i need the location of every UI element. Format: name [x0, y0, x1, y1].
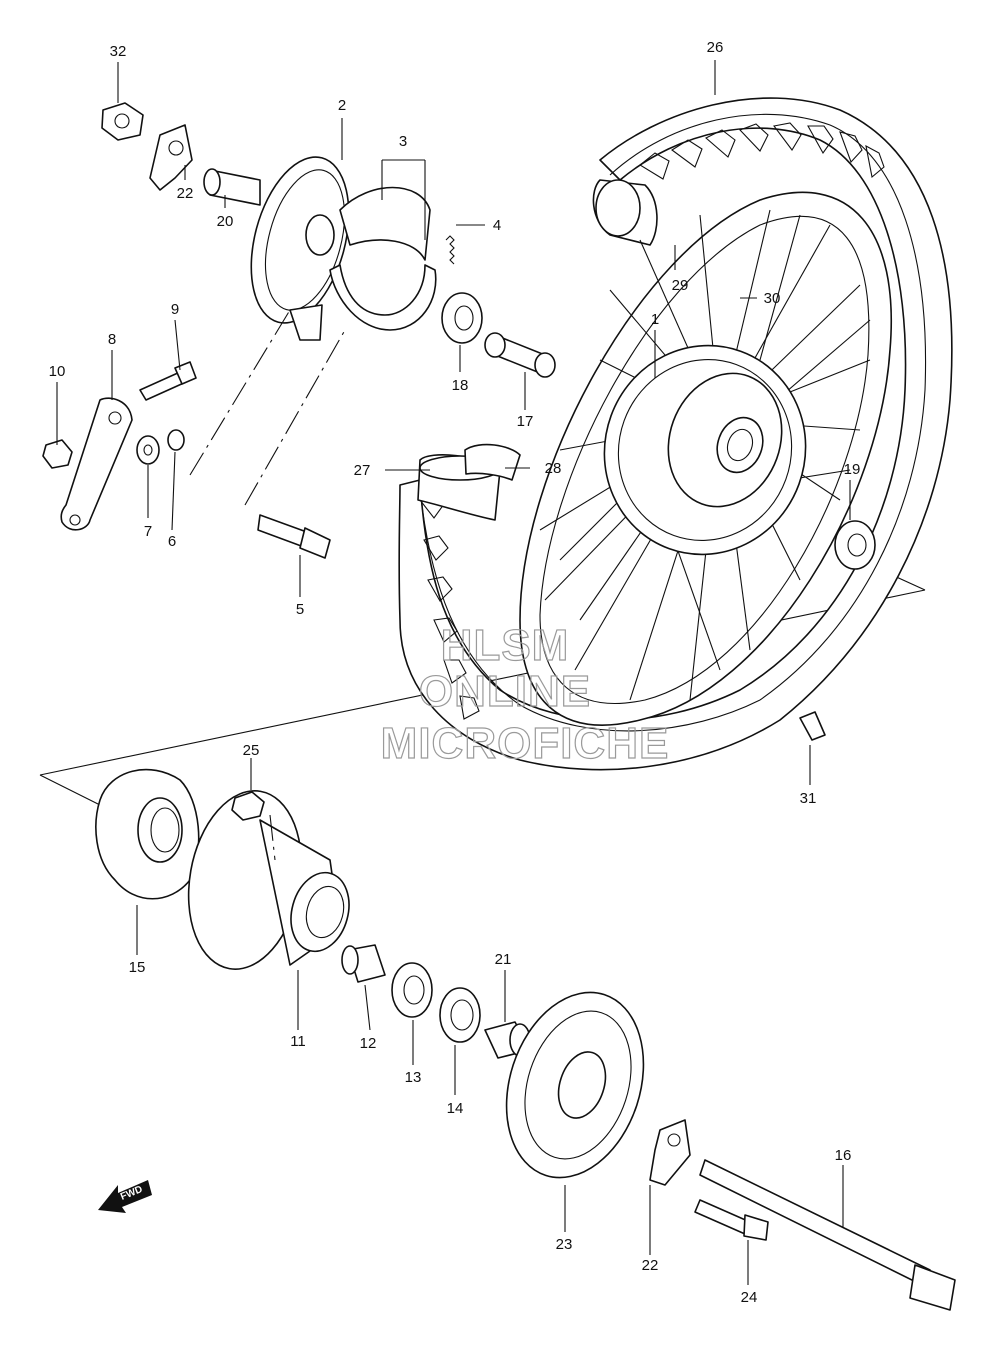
callout-27: 27	[354, 462, 371, 479]
callout-3: 3	[399, 133, 407, 150]
o-ring-6	[167, 429, 185, 451]
callout-25: 25	[243, 742, 260, 759]
tire	[398, 97, 953, 771]
bracket-22-bottom	[649, 1119, 691, 1186]
callout-1: 1	[651, 311, 659, 328]
bearing-13	[391, 962, 433, 1018]
rear-sprocket	[505, 991, 645, 1179]
callout-2: 2	[338, 97, 346, 114]
bearing-18	[441, 292, 483, 344]
callout-11: 11	[290, 1033, 306, 1050]
callout-5: 5	[296, 601, 304, 618]
callout-23: 23	[556, 1236, 573, 1253]
nut-10	[42, 439, 73, 469]
bolt-9	[139, 361, 197, 401]
callout-19: 19	[844, 461, 861, 478]
watermark-line3: MICROFICHE	[381, 719, 670, 768]
bearing-19	[834, 520, 876, 570]
callout-12: 12	[360, 1035, 377, 1052]
rim-band	[464, 443, 521, 481]
callout-9: 9	[171, 301, 179, 318]
callout-13: 13	[405, 1069, 422, 1086]
spacer-17	[484, 332, 556, 378]
callout-26: 26	[707, 39, 724, 56]
collar-20	[203, 168, 261, 206]
washer-7	[136, 435, 160, 465]
callout-7: 7	[144, 523, 152, 540]
shoe-spring	[445, 235, 455, 265]
brake-arm	[60, 397, 133, 531]
callout-16: 16	[835, 1147, 852, 1164]
callout-8: 8	[108, 331, 116, 348]
callout-29: 29	[672, 277, 689, 294]
sprocket-drum	[187, 790, 350, 970]
leader-lines	[56, 60, 851, 1285]
nut-25	[231, 791, 265, 821]
callout-21: 21	[495, 951, 512, 968]
callout-labels: 32 2 3 4 26 22 20 9 8 10 7 6 5 1 29 30 1…	[49, 39, 861, 1306]
callout-20: 20	[217, 213, 234, 230]
watermark-line1: HLSM	[441, 621, 570, 670]
brake-cam	[257, 514, 331, 559]
callout-28: 28	[545, 460, 562, 477]
callout-14: 14	[447, 1100, 464, 1117]
callout-22-top: 22	[177, 185, 194, 202]
callout-31: 31	[800, 790, 817, 807]
wheel-hub	[603, 344, 807, 556]
watermark-line2: ONLINE	[419, 667, 591, 716]
callout-6: 6	[168, 533, 176, 550]
bracket-22-top	[149, 124, 193, 191]
callout-15: 15	[129, 959, 146, 976]
callout-10: 10	[49, 363, 66, 380]
fwd-arrow-icon: FWD	[98, 1180, 152, 1213]
bolt-24	[694, 1199, 769, 1241]
callout-30: 30	[764, 290, 781, 307]
callout-24: 24	[741, 1289, 758, 1306]
callout-4: 4	[493, 217, 501, 234]
axle-16	[699, 1159, 956, 1311]
callout-32: 32	[110, 43, 127, 60]
valve-cap-31	[799, 711, 826, 741]
watermark: HLSM ONLINE MICROFICHE	[380, 620, 670, 768]
brake-shoes	[329, 186, 437, 331]
cush-damper	[95, 768, 200, 900]
brake-panel	[250, 156, 350, 341]
callout-22-bottom: 22	[642, 1257, 659, 1274]
inner-tube-top	[592, 179, 658, 246]
assembly-guides	[189, 309, 346, 861]
nut-32	[101, 102, 144, 141]
callout-17: 17	[517, 413, 534, 430]
oil-seal-14	[439, 987, 481, 1043]
collar-12	[341, 944, 386, 983]
callout-18: 18	[452, 377, 469, 394]
